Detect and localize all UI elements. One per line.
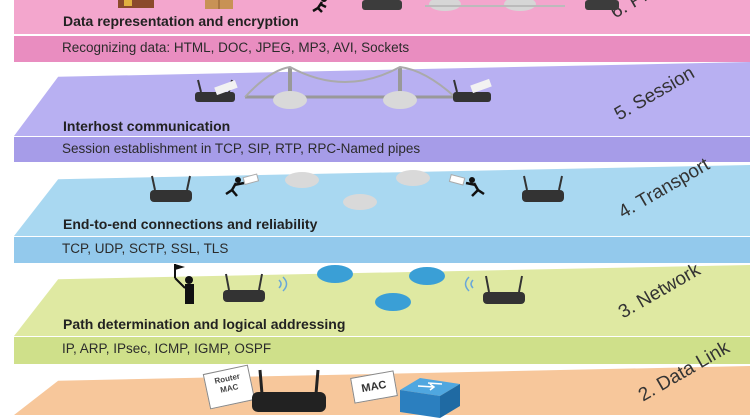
router-icon: [252, 369, 326, 412]
presentation-heading: Data representation and encryption: [63, 13, 299, 29]
bridge-icon: [425, 0, 565, 11]
session-heading: Interhost communication: [63, 118, 231, 134]
transport-illustration: [150, 170, 564, 210]
router-icon: [585, 0, 619, 10]
session-bridge-icon: [195, 65, 492, 109]
transport-heading: End-to-end connections and reliability: [63, 216, 318, 232]
presentation-protocol-band: Recognizing data: HTML, DOC, JPEG, MP3, …: [14, 36, 750, 62]
presentation-protocols: Recognizing data: HTML, DOC, JPEG, MP3, …: [62, 40, 410, 55]
transport-protocol-band: TCP, UDP, SCTP, SSL, TLS: [14, 237, 750, 263]
router-icon: [362, 0, 402, 10]
network-illustration: [174, 264, 525, 311]
running-person-icon: [312, 0, 327, 13]
network-protocols: IP, ARP, IPsec, ICMP, IGMP, OSPF: [62, 341, 272, 356]
session-protocol-band: Session establishment in TCP, SIP, RTP, …: [14, 137, 750, 162]
folder-stack-icon: [118, 0, 154, 8]
package-box-icon: [205, 0, 233, 9]
network-heading: Path determination and logical addressin…: [63, 316, 346, 332]
switch-icon: [400, 378, 460, 418]
transport-protocols: TCP, UDP, SCTP, SSL, TLS: [62, 241, 229, 256]
session-protocols: Session establishment in TCP, SIP, RTP, …: [62, 141, 421, 156]
network-protocol-band: IP, ARP, IPsec, ICMP, IGMP, OSPF: [14, 337, 750, 364]
